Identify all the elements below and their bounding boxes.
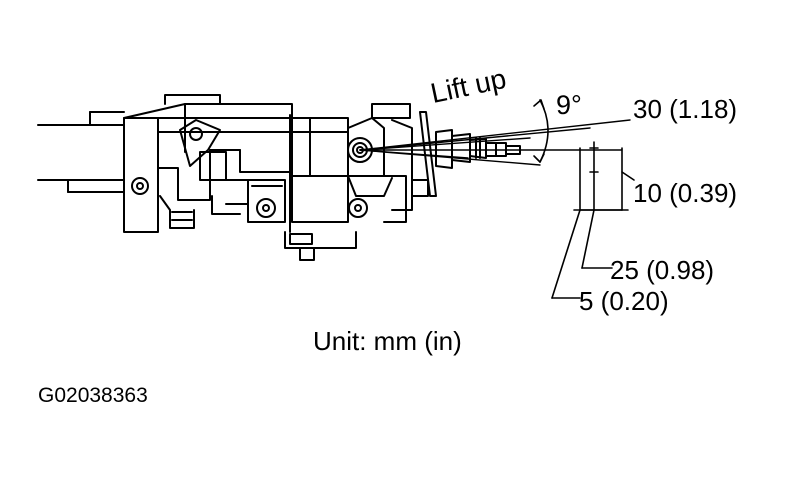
dimension-bottom-label: 10 (0.39) [633,178,738,208]
unit-caption: Unit: mm (in) [313,326,462,356]
column-housing [123,94,357,261]
column-shaft [37,111,125,193]
angle-arc [533,99,549,163]
dimension-top-label: 30 (1.18) [633,94,738,124]
tilt-lines [359,119,631,166]
dimension-inner-label: 5 (0.20) [579,286,669,316]
tilt-bracket [131,119,291,229]
dimension-outer-label: 25 (0.98) [610,255,715,285]
dimension-box [551,141,635,299]
tilt-angle-label: 9° [556,90,582,120]
figure-code: G02038363 [38,384,148,407]
pivot-assembly [347,103,437,223]
